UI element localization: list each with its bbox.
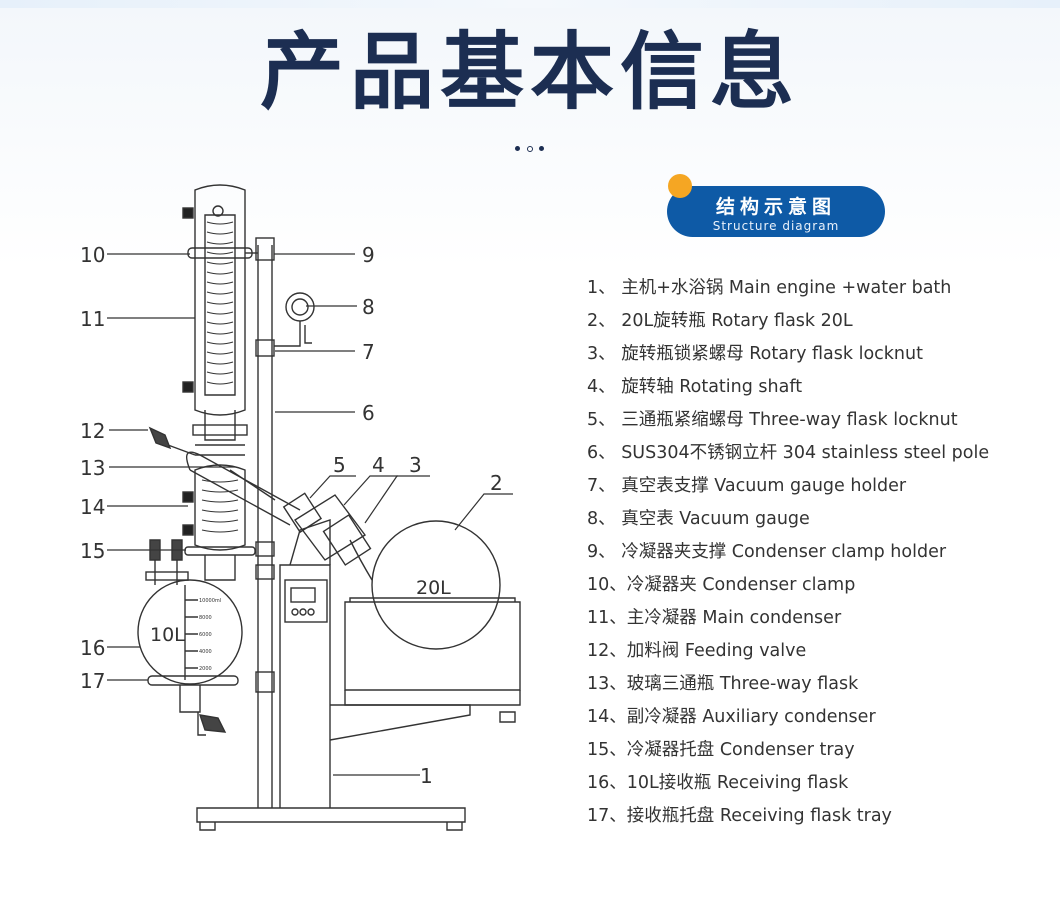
header-background xyxy=(0,8,1060,268)
control-panel xyxy=(284,579,328,623)
callout-16: 16 xyxy=(80,636,105,660)
title-divider-dots xyxy=(515,145,547,153)
callout-2: 2 xyxy=(490,471,503,495)
badge-title-zh: 结构示意图 xyxy=(715,196,836,218)
callout-7: 7 xyxy=(362,340,375,364)
callout-11: 11 xyxy=(80,307,105,331)
callout-13: 13 xyxy=(80,456,105,480)
badge-accent-dot xyxy=(668,174,692,198)
divider-dot xyxy=(515,146,520,151)
graduation-label: 10000ml xyxy=(199,598,221,604)
steel-pole xyxy=(257,245,273,808)
badge-title-en: Structure diagram xyxy=(712,219,840,233)
callout-15: 15 xyxy=(80,539,105,563)
callout-6: 6 xyxy=(362,401,375,425)
water-bath xyxy=(344,601,521,691)
page-title: 产品基本信息 xyxy=(259,23,800,121)
list-item: 5、 三通瓶紧缩螺母 Three-way flask locknut xyxy=(587,410,958,430)
divider-dot xyxy=(527,146,533,152)
feeding-valve xyxy=(148,426,172,450)
receiving-flask-10l xyxy=(137,579,243,685)
list-item: 12、加料阀 Feeding valve xyxy=(587,641,807,661)
flask-10l-label: 10L xyxy=(150,624,185,646)
graduation-label: 2000 xyxy=(199,666,212,672)
list-item: 16、10L接收瓶 Receiving flask xyxy=(587,773,849,793)
list-item: 15、冷凝器托盘 Condenser tray xyxy=(587,740,855,760)
callout-10: 10 xyxy=(80,243,105,267)
auxiliary-condenser xyxy=(194,464,246,551)
callout-5: 5 xyxy=(333,453,346,477)
flask-graduations: 10000ml 8000 6000 4000 2000 xyxy=(199,598,221,672)
callout-9: 9 xyxy=(362,243,375,267)
flask-20l-label: 20L xyxy=(416,577,451,599)
callout-1: 1 xyxy=(420,764,433,788)
list-item: 11、主冷凝器 Main condenser xyxy=(587,608,842,628)
main-condenser xyxy=(194,184,246,416)
graduation-label: 4000 xyxy=(199,649,212,655)
divider-dot xyxy=(539,146,544,151)
callout-3: 3 xyxy=(409,453,422,477)
condenser-tray xyxy=(184,546,256,556)
top-band xyxy=(0,0,1060,8)
graduation-label: 8000 xyxy=(199,615,212,621)
list-item: 9、 冷凝器夹支撑 Condenser clamp holder xyxy=(587,542,947,562)
callout-4: 4 xyxy=(372,453,385,477)
structure-diagram: 10 11 12 13 14 15 16 17 9 8 7 6 5 4 3 2 … xyxy=(80,184,521,831)
list-item: 13、玻璃三通瓶 Three-way flask xyxy=(587,674,859,694)
list-item: 14、副冷凝器 Auxiliary condenser xyxy=(587,707,876,727)
list-item: 6、 SUS304不锈钢立杆 304 stainless steel pole xyxy=(587,443,990,463)
vacuum-gauge xyxy=(285,292,315,322)
section-badge: 结构示意图 Structure diagram xyxy=(667,186,885,237)
callout-labels: 10 11 12 13 14 15 16 17 9 8 7 6 5 4 3 2 … xyxy=(80,243,503,788)
graduation-label: 6000 xyxy=(199,632,212,638)
base-plate xyxy=(196,807,466,823)
callout-8: 8 xyxy=(362,295,375,319)
list-item: 7、 真空表支撑 Vacuum gauge holder xyxy=(587,476,907,496)
list-item: 4、 旋转轴 Rotating shaft xyxy=(587,377,803,397)
list-item: 10、冷凝器夹 Condenser clamp xyxy=(587,575,856,595)
callout-14: 14 xyxy=(80,495,105,519)
rotary-flask-20l xyxy=(371,520,501,650)
main-engine-body xyxy=(279,564,331,808)
list-item: 17、接收瓶托盘 Receiving flask tray xyxy=(587,806,892,826)
callout-17: 17 xyxy=(80,669,105,693)
callout-12: 12 xyxy=(80,419,105,443)
list-item: 3、 旋转瓶锁紧螺母 Rotary flask locknut xyxy=(587,344,923,364)
parts-list: 1、 主机+水浴锅 Main engine +water bath 2、 20L… xyxy=(587,275,1057,836)
list-item: 2、 20L旋转瓶 Rotary flask 20L xyxy=(587,311,853,331)
list-item: 8、 真空表 Vacuum gauge xyxy=(587,509,810,529)
list-item: 1、 主机+水浴锅 Main engine +water bath xyxy=(587,278,952,298)
